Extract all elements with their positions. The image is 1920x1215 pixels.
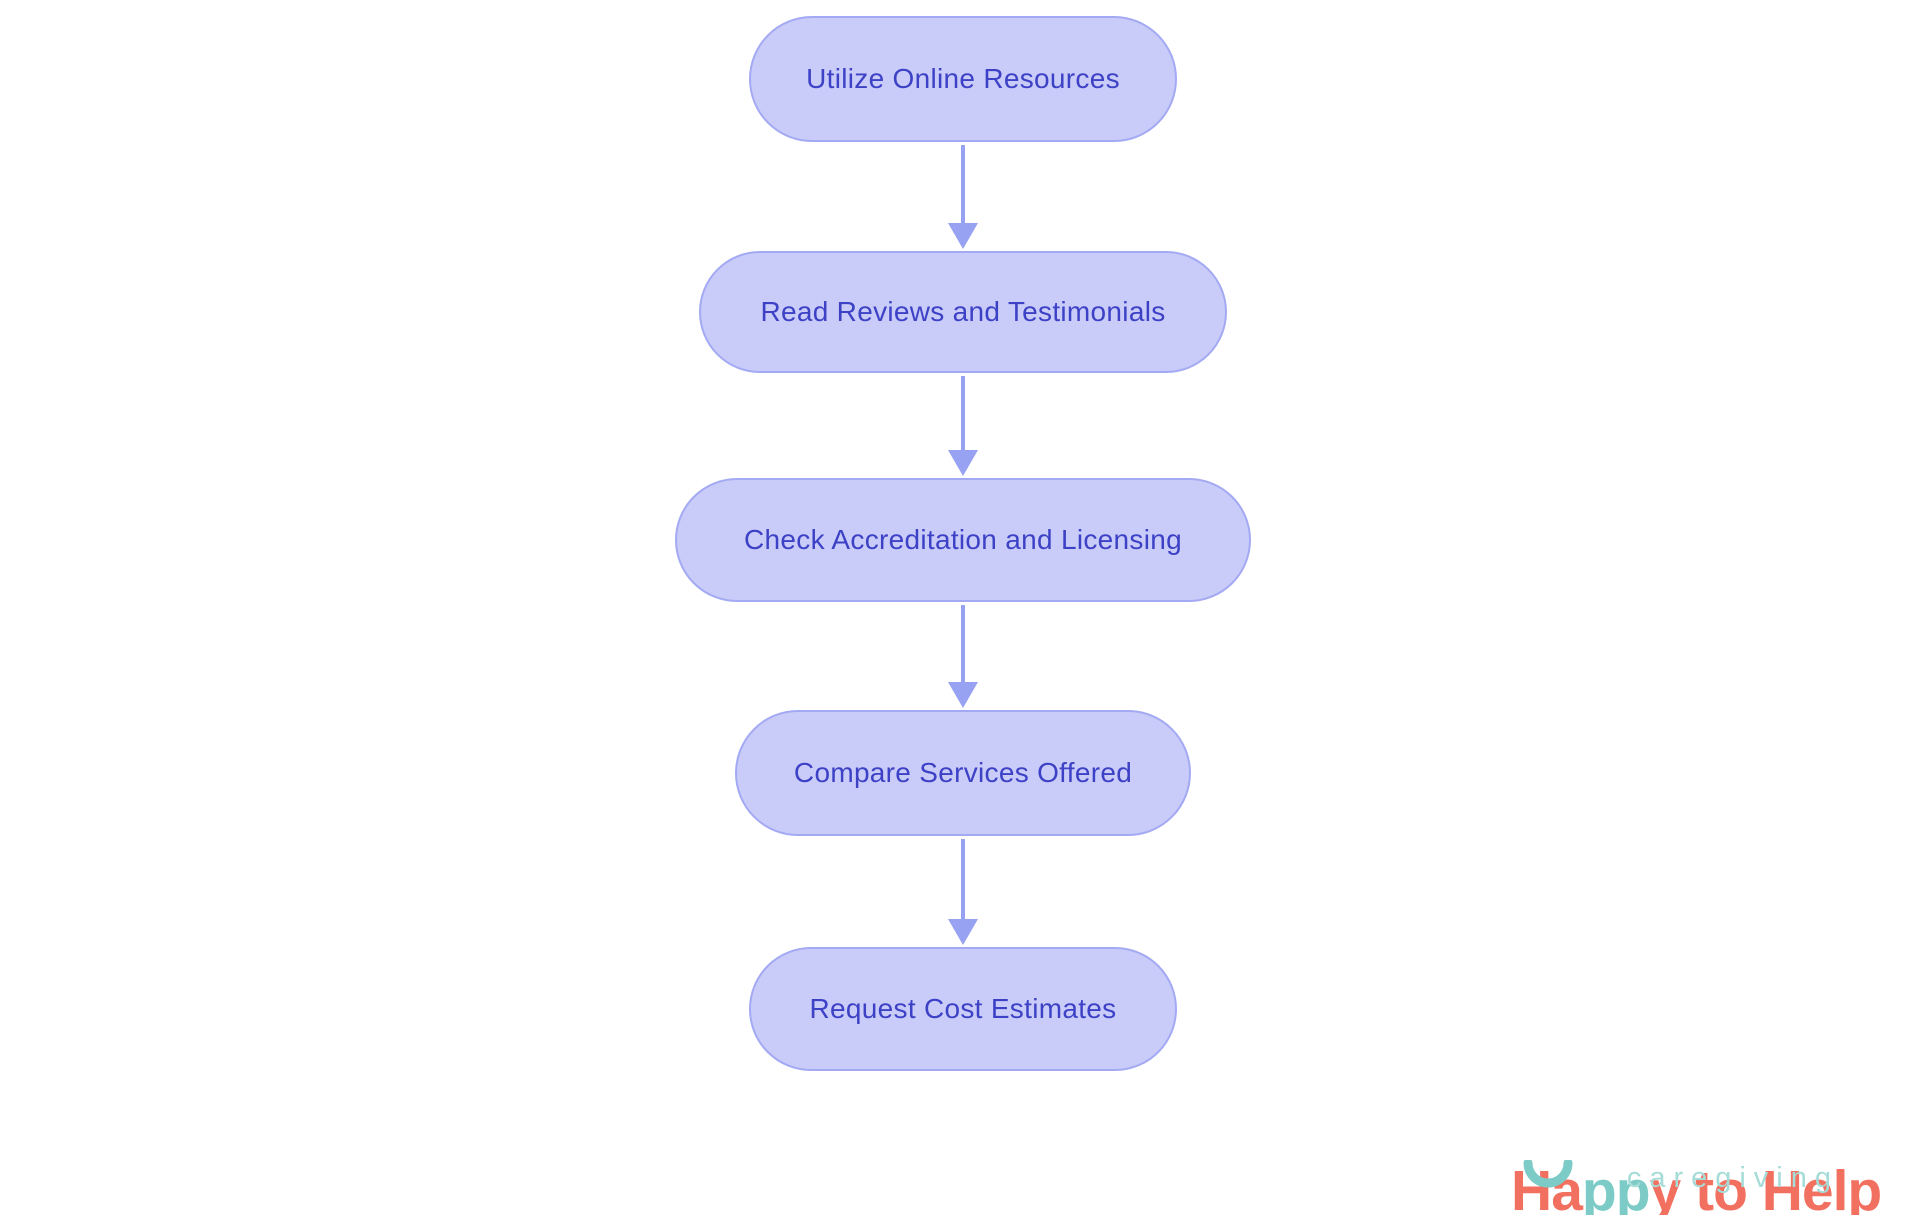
arrow-line	[961, 839, 965, 919]
arrow-head	[948, 919, 978, 945]
logo-text-coral: to Help	[1680, 1159, 1882, 1215]
down-arrow-icon	[948, 839, 978, 945]
arrow-line	[961, 376, 965, 450]
down-arrow-icon	[948, 376, 978, 476]
flow-node-label: Check Accreditation and Licensing	[744, 524, 1182, 555]
flow-node-label: Request Cost Estimates	[809, 993, 1117, 1024]
arrow-line	[961, 605, 965, 682]
down-arrow-icon	[948, 605, 978, 708]
logo-tagline: caregiving	[1626, 1162, 1839, 1194]
flow-node-utilize-online-resources: Utilize Online Resources	[749, 16, 1177, 142]
arrow-line	[961, 145, 965, 223]
down-arrow-icon	[948, 145, 978, 249]
flow-node-label: Compare Services Offered	[793, 757, 1133, 788]
flow-node-check-accreditation-and-licensing: Check Accreditation and Licensing	[675, 478, 1251, 602]
logo-text-coral: y	[1649, 1159, 1682, 1215]
logo-wordmark: Happy to Help	[1422, 1098, 1897, 1215]
flow-node-label: Utilize Online Resources	[806, 63, 1120, 94]
arrow-head	[948, 450, 978, 476]
smile-arc-icon	[1522, 1158, 1574, 1199]
logo-text-teal: pp	[1581, 1159, 1651, 1215]
arrow-head	[948, 682, 978, 708]
flow-node-request-cost-estimates: Request Cost Estimates	[749, 947, 1177, 1071]
flow-node-label: Read Reviews and Testimonials	[760, 296, 1166, 327]
flow-node-read-reviews-and-testimonials: Read Reviews and Testimonials	[699, 251, 1227, 373]
arrow-head	[948, 223, 978, 249]
happy-to-help-logo: Happy to Help caregiving	[1422, 1098, 1897, 1215]
flow-node-compare-services-offered: Compare Services Offered	[735, 710, 1191, 836]
